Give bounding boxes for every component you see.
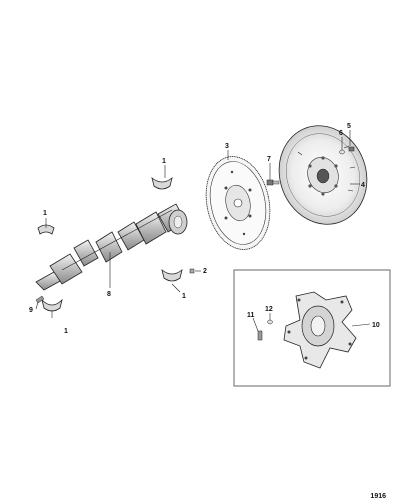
dowel-pin (189, 268, 195, 274)
callout-9: 9 (29, 307, 33, 314)
callout-1-right: 1 (182, 293, 186, 300)
crankshaft-key (35, 295, 45, 304)
callout-8: 8 (107, 291, 111, 298)
main-bearing-top (151, 176, 173, 190)
drive-coupler (283, 291, 357, 369)
callout-12: 12 (265, 306, 273, 313)
flexplate (205, 156, 271, 250)
main-bearing-lower-left (41, 298, 63, 312)
disc-bolt (348, 146, 355, 152)
callout-1-left: 1 (43, 210, 47, 217)
main-bearing-lower-right (161, 268, 183, 282)
callout-10: 10 (372, 322, 380, 329)
callout-7: 7 (267, 156, 271, 163)
callout-11: 11 (247, 312, 255, 319)
disc-washer (339, 149, 345, 155)
coupler-washer (267, 319, 273, 325)
coupler-bolt (257, 330, 263, 341)
callout-6: 6 (339, 130, 343, 137)
main-bearing-left (37, 224, 55, 235)
leader-lines (35, 130, 371, 332)
flexplate-bolt (266, 179, 280, 186)
crankshaft (35, 203, 188, 291)
callout-4: 4 (361, 182, 365, 189)
callout-1-top: 1 (162, 158, 166, 165)
inset-frame (233, 269, 391, 387)
callout-1-bottom: 1 (64, 328, 68, 335)
figure-number: 1916 (370, 493, 386, 500)
callout-2: 2 (203, 268, 207, 275)
callout-5: 5 (347, 123, 351, 130)
clutch-disc (278, 125, 368, 225)
callout-3: 3 (225, 143, 229, 150)
